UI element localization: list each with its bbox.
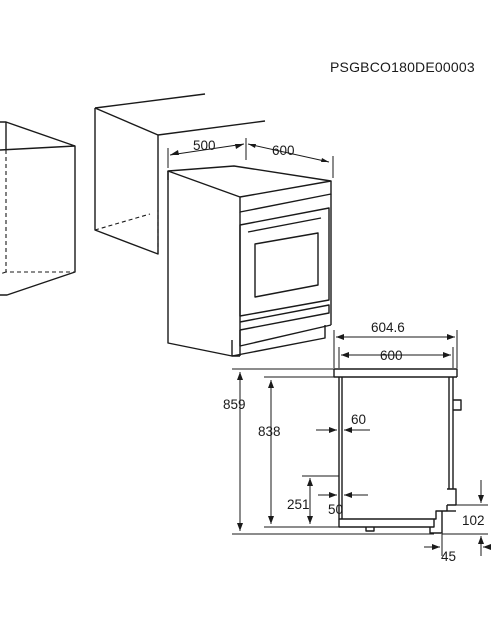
- dim-body-height: 838: [258, 424, 281, 439]
- dim-side-depth: 600: [380, 348, 403, 363]
- dim-side-total-depth: 604.6: [371, 320, 405, 335]
- drawer-offset-dim: [318, 492, 368, 498]
- dim-door-offset: 60: [351, 412, 366, 427]
- top-dimensions: [167, 138, 334, 178]
- cooker-side-view: [333, 368, 462, 534]
- dim-top-depth: 500: [193, 138, 216, 153]
- dim-drawer-height: 251: [287, 497, 310, 512]
- left-cabinet: [0, 121, 76, 296]
- door-offset-dim: [316, 427, 370, 433]
- drawer-height-dim: [302, 475, 339, 524]
- total-height-dim: [232, 368, 434, 535]
- back-cabinet: [94, 93, 266, 255]
- side-total-depth-dim: [333, 330, 458, 368]
- dim-drawer-offset: 50: [328, 502, 343, 517]
- dim-top-width: 600: [272, 143, 295, 158]
- product-code: PSGBCO180DE00003: [330, 59, 475, 75]
- dim-total-height: 859: [223, 397, 246, 412]
- foot-height-dim: [442, 480, 488, 555]
- dim-foot-height: 102: [462, 513, 485, 528]
- body-height-dim: [264, 376, 339, 528]
- dim-foot-depth: 45: [441, 549, 456, 564]
- foot-depth-dim: [424, 534, 491, 556]
- side-depth-dim: [338, 347, 454, 368]
- cooker-3d: [167, 165, 332, 357]
